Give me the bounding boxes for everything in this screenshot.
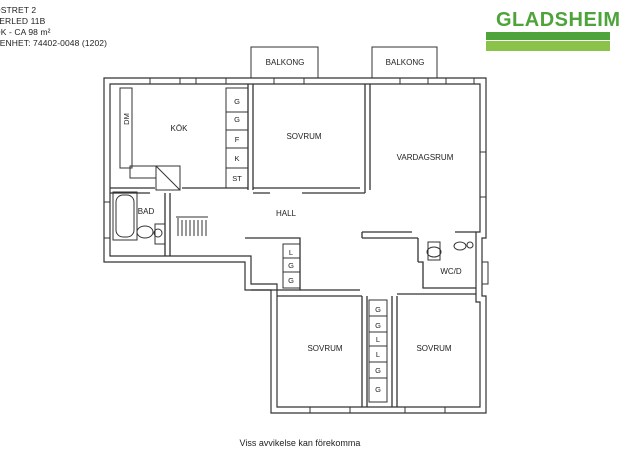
bedroom-wardrobes bbox=[368, 299, 388, 403]
room-label-kok: KÖK bbox=[171, 124, 189, 133]
floor-text: TERLED 11B bbox=[0, 16, 46, 26]
kitchen-fixture-4: K bbox=[234, 154, 239, 163]
room-label-sovrum-north: SOVRUM bbox=[286, 132, 321, 141]
rooms-text: OK - CA 98 m² bbox=[0, 27, 51, 37]
dishwasher-label: DM bbox=[122, 113, 131, 125]
bedroom-fixture-2: G bbox=[375, 321, 381, 330]
room-label-hall: HALL bbox=[276, 209, 297, 218]
hall-fixture-3: G bbox=[288, 276, 294, 285]
outer-walls bbox=[103, 77, 487, 414]
bath-fixtures bbox=[112, 191, 208, 245]
wc-fixtures bbox=[426, 241, 474, 261]
bedroom-fixture-1: G bbox=[375, 305, 381, 314]
bedroom-fixture-4: L bbox=[376, 350, 380, 359]
brand-stripe bbox=[486, 32, 610, 51]
brand-logo: GLADSHEIM bbox=[486, 8, 621, 51]
room-label-sovrum-sw: SOVRUM bbox=[307, 344, 342, 353]
balcony-label-left: BALKONG bbox=[266, 58, 305, 67]
address-text: OSTRET 2 bbox=[0, 5, 37, 15]
unit-text: SENHET: 74402-0048 (1202) bbox=[0, 38, 108, 48]
kitchen-fixture-2: G bbox=[234, 115, 240, 124]
windows bbox=[103, 77, 489, 414]
hall-fixture-1: L bbox=[289, 248, 293, 257]
bedroom-fixture-5: G bbox=[375, 366, 381, 375]
kitchen-fixture-5: ST bbox=[232, 174, 242, 183]
bedroom-fixture-3: L bbox=[376, 335, 380, 344]
room-label-wcd: WC/D bbox=[440, 267, 462, 276]
property-info: OSTRET 2 TERLED 11B OK - CA 98 m² SENHET… bbox=[0, 5, 107, 49]
disclaimer-text: Viss avvikelse kan förekomma bbox=[239, 438, 361, 448]
room-label-bad: BAD bbox=[138, 207, 155, 216]
room-label-vardagsrum: VARDAGSRUM bbox=[397, 153, 454, 162]
room-label-sovrum-se: SOVRUM bbox=[416, 344, 451, 353]
kitchen-fixture-1: G bbox=[234, 97, 240, 106]
kitchen-fixture-3: F bbox=[235, 135, 240, 144]
hall-fixture-2: G bbox=[288, 261, 294, 270]
hall-wardrobe bbox=[282, 243, 301, 289]
room-labels: KÖK SOVRUM VARDAGSRUM HALL BAD WC/D SOVR… bbox=[138, 58, 462, 353]
balcony-label-right: BALKONG bbox=[386, 58, 425, 67]
brand-name: GLADSHEIM bbox=[496, 9, 621, 31]
fixture-labels: DM G G F K ST L G G G G L L G G bbox=[122, 97, 381, 394]
bedroom-fixture-6: G bbox=[375, 385, 381, 394]
kitchen-counters bbox=[119, 87, 249, 191]
